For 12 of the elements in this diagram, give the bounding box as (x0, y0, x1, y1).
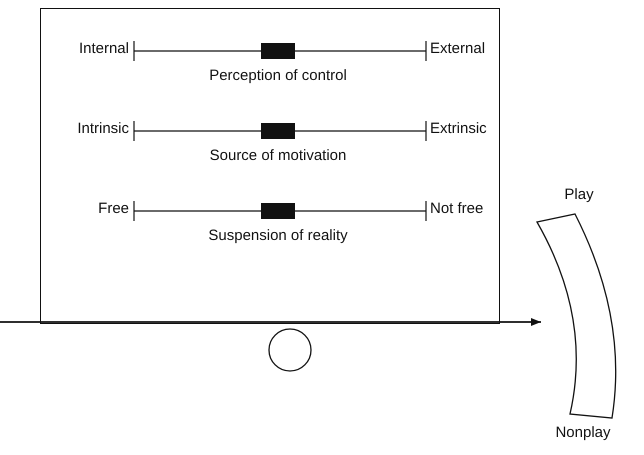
scale-end-label: Intrinsic (77, 120, 129, 138)
scale-title: Source of motivation (208, 147, 348, 165)
scale-end-label: Not free (430, 200, 484, 218)
scale-end-label: Extrinsic (430, 120, 487, 138)
scale-end-label: Play (563, 186, 595, 204)
panel-box (40, 8, 500, 324)
scale-end-label: Nonplay (554, 424, 612, 442)
scale-title: Suspension of reality (207, 227, 349, 245)
scale-title: Perception of control (208, 67, 348, 85)
scale-end-label: Internal (78, 40, 129, 58)
scale-end-label: Free (98, 200, 129, 218)
scale-end-label: External (430, 40, 486, 58)
